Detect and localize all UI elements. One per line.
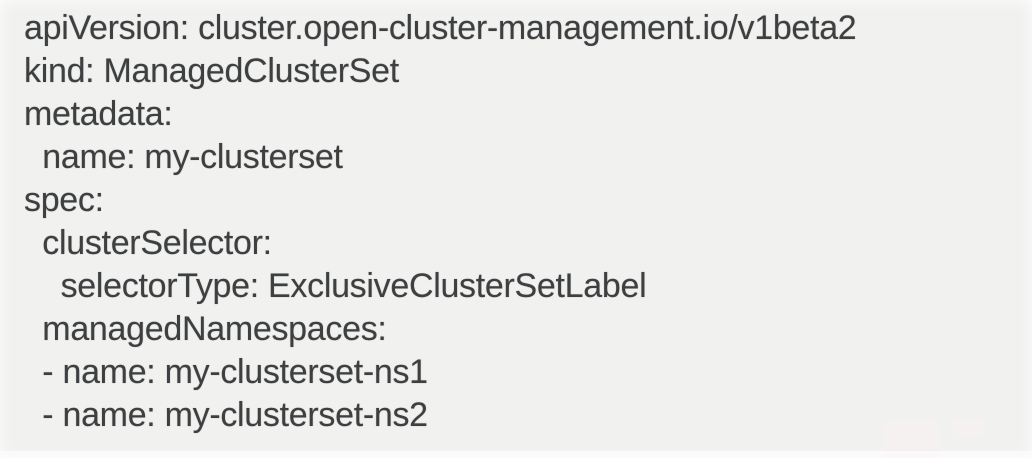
yaml-line-namespace-ns1: - name: my-clusterset-ns1 [24, 353, 428, 391]
yaml-line-managednamespaces: managedNamespaces: [24, 310, 387, 348]
yaml-line-clusterselector: clusterSelector: [24, 224, 272, 262]
yaml-code-block: apiVersion: cluster.open-cluster-managem… [24, 7, 1032, 437]
yaml-line-apiversion: apiVersion: cluster.open-cluster-managem… [24, 9, 857, 47]
yaml-line-namespace-ns2: - name: my-clusterset-ns2 [24, 396, 428, 434]
yaml-line-metadata: metadata: [24, 95, 173, 133]
yaml-line-spec: spec: [24, 181, 104, 219]
yaml-line-selectortype: selectorType: ExclusiveClusterSetLabel [24, 267, 647, 305]
yaml-line-kind: kind: ManagedClusterSet [24, 52, 399, 90]
yaml-line-name: name: my-clusterset [24, 138, 343, 176]
bottom-edge-highlight [0, 451, 1032, 458]
